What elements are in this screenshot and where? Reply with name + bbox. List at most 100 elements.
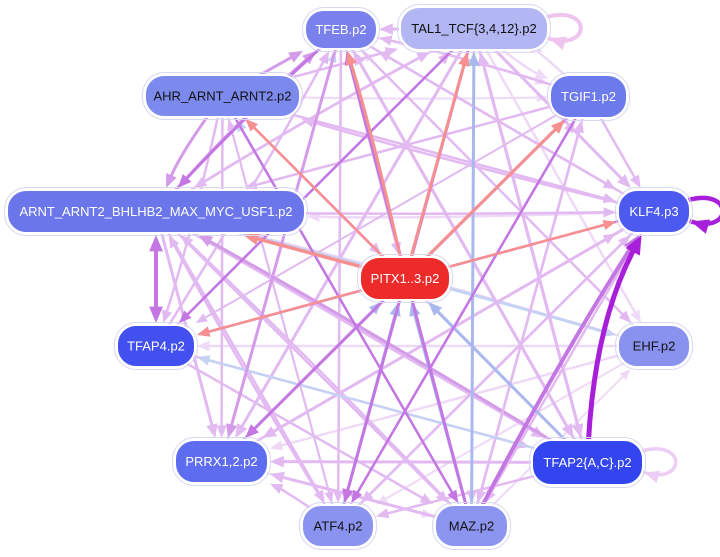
node-ATF4[interactable]: ATF4.p2: [299, 502, 377, 550]
node-box[interactable]: [617, 189, 691, 234]
node-AHR[interactable]: AHR_ARNT_ARNT2.p2: [142, 72, 303, 120]
node-outline: [529, 437, 646, 488]
node-box[interactable]: [116, 324, 196, 368]
edge-line: [185, 27, 476, 317]
arrowhead: [617, 174, 631, 188]
arrowhead: [206, 423, 218, 438]
arrowhead: [630, 309, 641, 323]
edge-KLF4-AHR: [301, 117, 656, 213]
node-label: PRRX1,2.p2: [185, 454, 257, 469]
node-ARNT[interactable]: ARNT_ARNT2_BHLHB2_MAX_MYC_USF1.p2: [4, 187, 308, 236]
arrowhead: [177, 173, 192, 188]
self-loop-TFAP2: [638, 447, 678, 483]
node-TFAP2[interactable]: TFAP2{A,C}.p2: [529, 437, 646, 488]
node-box[interactable]: [301, 504, 375, 548]
arrowhead: [162, 309, 172, 323]
edge-line: [339, 28, 626, 317]
arrowhead: [644, 470, 661, 483]
node-outline: [357, 254, 453, 303]
arrowhead: [534, 68, 548, 79]
node-outline: [615, 187, 693, 236]
node-EHF[interactable]: EHF.p2: [615, 322, 693, 370]
node-box[interactable]: [549, 74, 628, 119]
node-box[interactable]: [174, 439, 269, 484]
node-outline: [172, 437, 271, 486]
node-MAZ[interactable]: MAZ.p2: [432, 502, 511, 550]
node-box[interactable]: [304, 9, 378, 50]
edge-line: [470, 129, 581, 528]
edge-TFAP2-TAL1: [478, 52, 589, 464]
arrowhead: [166, 173, 177, 188]
node-box[interactable]: [434, 504, 509, 548]
arrowhead: [197, 340, 210, 352]
edge-ARNT-TFAP4: [149, 235, 163, 323]
arrowhead: [245, 119, 258, 132]
node-box[interactable]: [6, 189, 306, 234]
edge-line: [585, 246, 637, 465]
edge-TAL1-TFAP4: [179, 27, 476, 323]
edge-line: [357, 59, 589, 464]
arrowhead: [629, 174, 641, 188]
arrowhead: [617, 235, 631, 248]
arrowhead: [168, 235, 180, 249]
arrowhead: [270, 483, 284, 494]
arrowhead: [270, 455, 284, 468]
node-TFAP4[interactable]: TFAP4.p2: [114, 322, 198, 370]
arrowhead: [197, 355, 211, 366]
arrowhead: [619, 369, 631, 381]
node-label: AHR_ARNT_ARNT2.p2: [154, 89, 292, 104]
edge-line: [385, 55, 656, 213]
node-outline: [547, 72, 630, 121]
node-box[interactable]: [531, 439, 644, 486]
arrowhead: [478, 52, 490, 67]
node-box[interactable]: [359, 256, 451, 301]
edge-TFEB-EHF: [339, 28, 632, 323]
edge-AHR-PRRX: [216, 94, 227, 438]
edge-EHF-TFAP4: [197, 340, 656, 352]
arrowhead: [318, 51, 330, 65]
edge-line: [355, 95, 590, 496]
node-PITX[interactable]: PITX1..3.p2: [357, 254, 453, 303]
node-label: TFAP2{A,C}.p2: [543, 455, 631, 470]
edge-MAZ-ARNT: [180, 235, 473, 528]
edge-line: [154, 344, 426, 501]
edge-line: [220, 94, 224, 429]
arrowhead: [625, 235, 642, 256]
arrowhead: [179, 310, 192, 323]
arrowhead: [602, 219, 616, 230]
self-loops-layer: [543, 13, 720, 483]
edge-line: [472, 27, 637, 316]
node-label: EHF.p2: [633, 339, 676, 354]
node-outline: [432, 502, 511, 550]
node-TAL1[interactable]: TAL1_TCF{3,4,12}.p2: [397, 4, 551, 53]
edge-TFAP2-ARNT: [198, 235, 589, 464]
edge-AHR-MAZ: [221, 94, 459, 503]
arrowhead: [198, 235, 214, 247]
node-PRRX[interactable]: PRRX1,2.p2: [172, 437, 271, 486]
edge-TFAP4-MAZ: [154, 344, 433, 505]
node-box[interactable]: [399, 6, 549, 51]
arrowhead: [197, 326, 211, 337]
arrowhead: [550, 120, 565, 134]
arrowhead: [301, 117, 315, 128]
arrowhead: [549, 36, 567, 50]
arrowhead: [419, 493, 433, 505]
node-box[interactable]: [144, 74, 301, 118]
arrowhead: [379, 23, 393, 35]
arrowhead: [377, 51, 392, 62]
node-KLF4[interactable]: KLF4.p3: [615, 187, 693, 236]
node-outline: [114, 322, 198, 370]
node-outline: [142, 72, 303, 120]
arrowhead: [376, 508, 390, 519]
node-TGIF1[interactable]: TGIF1.p2: [547, 72, 630, 121]
edge-line: [470, 62, 476, 528]
arrowhead: [379, 35, 393, 46]
edge-line: [336, 241, 625, 528]
edge-line: [230, 127, 339, 527]
node-box[interactable]: [617, 324, 691, 368]
arrowhead: [691, 219, 711, 234]
arrowhead: [149, 235, 163, 252]
edge-MAZ-TGIF1: [470, 120, 584, 528]
edge-line: [221, 94, 455, 496]
node-TFEB[interactable]: TFEB.p2: [302, 7, 380, 52]
